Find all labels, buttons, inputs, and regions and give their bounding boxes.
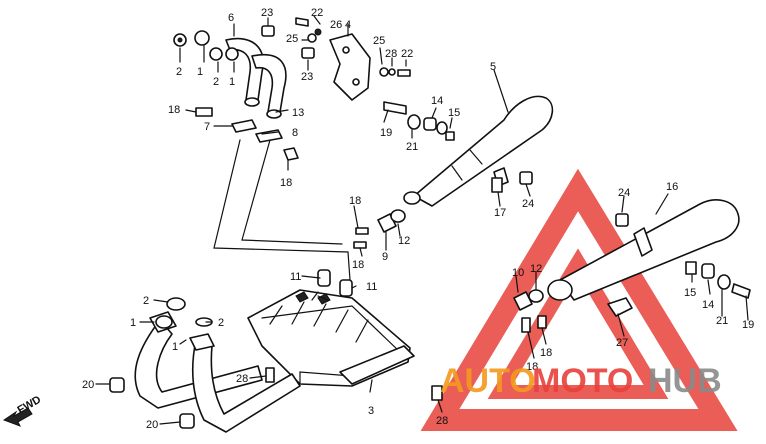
muffler-5 <box>403 95 554 207</box>
callout-24-right: 24 <box>618 187 630 199</box>
rear-exhaust-pipes <box>225 37 287 119</box>
callout-15-top: 15 <box>448 107 460 119</box>
callout-18-right-a: 18 <box>540 347 552 359</box>
callout-9: 9 <box>382 251 388 263</box>
callout-1-b: 1 <box>229 76 235 88</box>
callout-19-top: 19 <box>380 127 392 139</box>
callout-7: 7 <box>204 121 210 133</box>
callout-25-top: 25 <box>286 33 298 45</box>
callout-5: 5 <box>490 61 496 73</box>
callout-2-c: 2 <box>143 295 149 307</box>
callout-12-right: 12 <box>530 263 542 275</box>
callout-15-right: 15 <box>684 287 696 299</box>
callout-19-right: 19 <box>742 319 754 331</box>
callout-21-right: 21 <box>716 315 728 327</box>
muffler-bracket-right <box>607 297 633 317</box>
pipe-clamps <box>213 119 351 281</box>
callout-2-d: 2 <box>218 317 224 329</box>
callout-13: 13 <box>292 107 304 119</box>
callout-23-top: 23 <box>261 7 273 19</box>
watermark-word-moto: MOTO <box>532 362 633 400</box>
callout-3: 3 <box>368 405 374 417</box>
forward-direction-indicator: FWD <box>2 394 43 427</box>
callout-25-right: 25 <box>373 35 385 47</box>
callout-27: 27 <box>616 337 628 349</box>
front-exhaust-pipes <box>134 311 415 433</box>
callout-14-right: 14 <box>702 299 714 311</box>
callout-21-top: 21 <box>406 141 418 153</box>
muffler-16 <box>547 199 740 301</box>
callout-18-right-b: 18 <box>526 361 538 373</box>
callout-8: 8 <box>292 127 298 139</box>
callout-20-b: 20 <box>146 419 158 431</box>
watermark-wordmark: AUTO MOTO HUB <box>440 362 722 400</box>
callout-2-b: 2 <box>213 76 219 88</box>
callout-26: 26 <box>330 19 342 31</box>
callout-28-top: 28 <box>385 48 397 60</box>
callout-12-mid: 12 <box>398 235 410 247</box>
callout-22-top: 22 <box>311 7 323 19</box>
callout-14-top: 14 <box>431 95 443 107</box>
callout-2-a: 2 <box>176 66 182 78</box>
callout-10: 10 <box>512 267 524 279</box>
leader-lines <box>95 15 749 425</box>
watermark-triangle-outer <box>420 168 738 431</box>
muffler-bracket-left <box>329 33 371 101</box>
callout-1-d: 1 <box>172 341 178 353</box>
callout-1-c: 1 <box>130 317 136 329</box>
callout-11-b: 11 <box>366 281 377 293</box>
callout-11-a: 11 <box>290 271 301 283</box>
callout-18-left: 18 <box>168 104 180 116</box>
callout-28-bottom: 28 <box>436 415 448 427</box>
forward-arrow-icon <box>2 407 33 427</box>
callout-6: 6 <box>228 12 234 24</box>
callout-1-a: 1 <box>197 66 203 78</box>
callout-4: 4 <box>345 19 351 31</box>
callout-16: 16 <box>666 181 678 193</box>
callout-18-center-a: 18 <box>349 195 361 207</box>
callout-28-mid: 28 <box>236 373 248 385</box>
watermark-word-auto: AUTO <box>440 362 536 400</box>
callout-24-mid: 24 <box>522 198 534 210</box>
callout-22-right: 22 <box>401 48 413 60</box>
callout-18-center-b: 18 <box>352 259 364 271</box>
watermark-word-hub: HUB <box>648 362 722 400</box>
callout-17: 17 <box>494 207 506 219</box>
callout-18-mid: 18 <box>280 177 292 189</box>
callout-23-mid: 23 <box>301 71 313 83</box>
hardware <box>109 17 751 429</box>
callout-labels: 6 23 22 26 4 25 23 25 28 22 5 2 1 2 1 18… <box>82 7 754 431</box>
callout-20-a: 20 <box>82 379 94 391</box>
